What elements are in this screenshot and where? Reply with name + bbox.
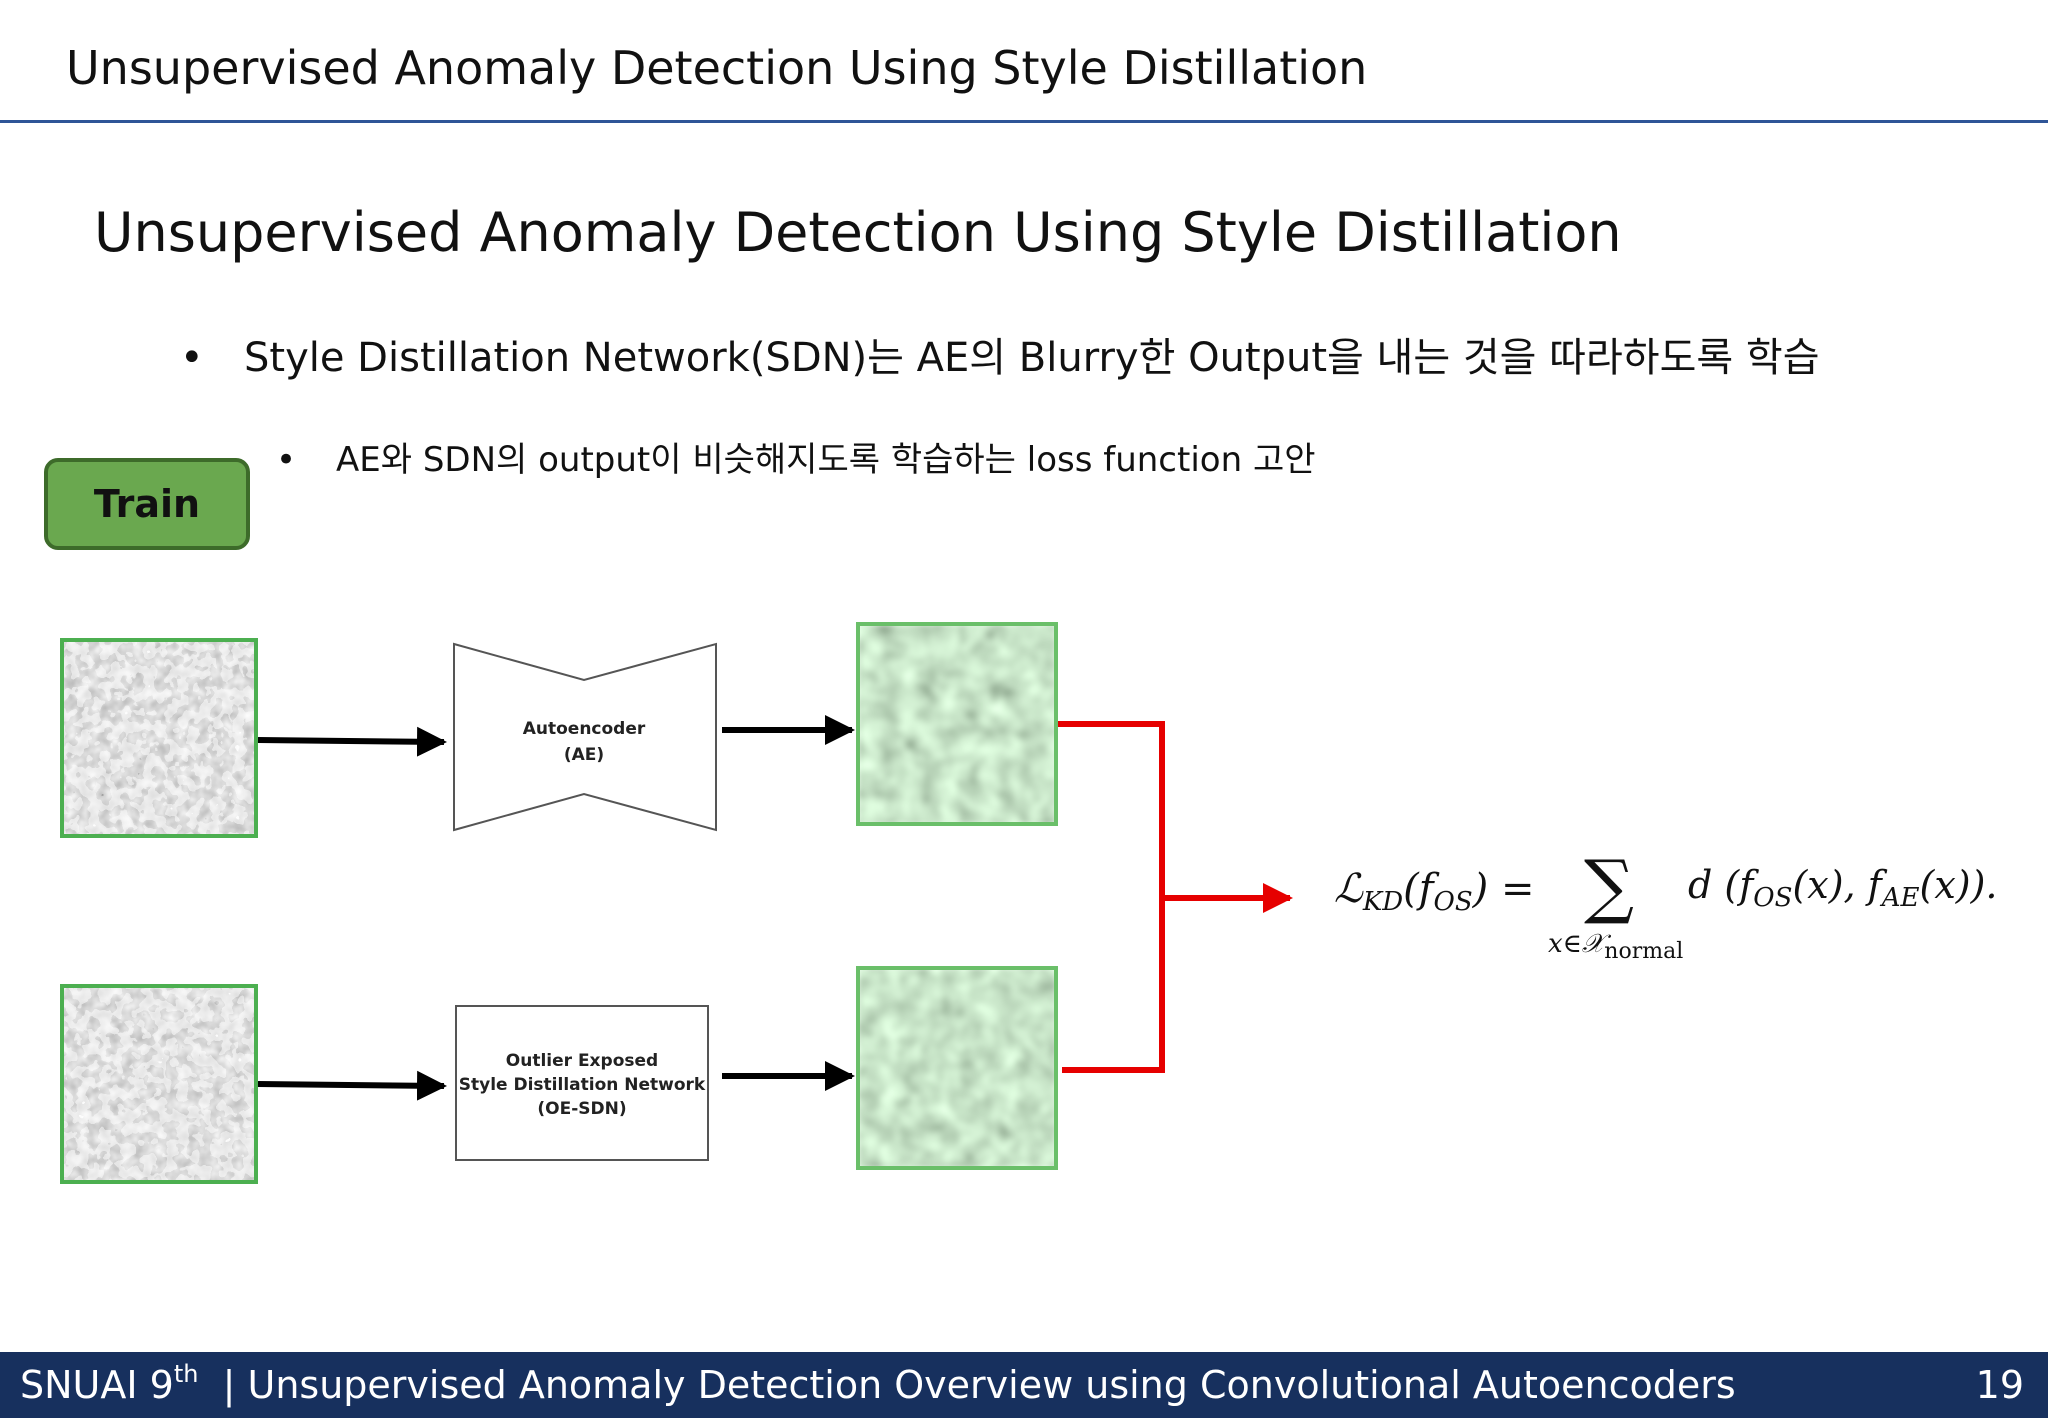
footer-talk-title: Unsupervised Anomaly Detection Overview … [247, 1363, 1736, 1407]
header-divider [0, 120, 2048, 123]
footer-org-suffix: th [173, 1360, 199, 1388]
autoencoder-block: Autoencoder (AE) [453, 642, 717, 832]
bullet-text-1: Style Distillation Network(SDN)는 AE의 Blu… [244, 335, 1820, 381]
sum-index: x∈𝒳normal [1548, 929, 1683, 964]
oe-sdn-block: Outlier Exposed Style Distillation Netwo… [455, 1005, 709, 1161]
bullet-point-2: • AE와 SDN의 output이 비슷해지도록 학습하는 loss funct… [276, 436, 1316, 484]
train-badge: Train [44, 458, 250, 550]
sdn-label-line-1: Outlier Exposed [506, 1051, 658, 1071]
merge-connector [1058, 721, 1165, 1073]
ae-output-image [856, 622, 1058, 826]
bullet-marker: • [180, 335, 204, 381]
sdn-output-image [856, 966, 1058, 1170]
ae-label-line-1: Autoencoder [523, 719, 646, 739]
footer-text: SNUAI 9th | Unsupervised Anomaly Detecti… [20, 1352, 1736, 1418]
footer-org: SNUAI 9 [20, 1363, 174, 1407]
header-title: Unsupervised Anomaly Detection Using Sty… [66, 41, 1368, 95]
input-image-top [60, 638, 258, 838]
sdn-label-line-3: (OE-SDN) [537, 1099, 626, 1119]
sdn-label-line-2: Style Distillation Network [459, 1075, 706, 1095]
bullet-point-1: • Style Distillation Network(SDN)는 AE의 Bl… [180, 330, 1820, 386]
bullet-marker: • [276, 440, 297, 480]
arrow-input-to-sdn [257, 1070, 447, 1101]
page-number: 19 [1975, 1363, 2024, 1407]
formula-rhs: d (fOS(x), fAE(x)). [1688, 863, 1998, 913]
kd-loss-formula: ℒKD(fOS) = ∑ x∈𝒳normal d (fOS(x), fAE(x)… [1334, 845, 1998, 964]
footer-bar: SNUAI 9th | Unsupervised Anomaly Detecti… [0, 1352, 2048, 1418]
formula-lhs: ℒKD(fOS) = [1334, 866, 1535, 917]
input-image-bottom [60, 984, 258, 1184]
ae-label-line-2: (AE) [564, 745, 604, 765]
arrow-input-to-ae [257, 726, 447, 757]
slide-title: Unsupervised Anomaly Detection Using Sty… [94, 201, 1622, 264]
footer-separator: | [198, 1363, 248, 1407]
bullet-text-2: AE와 SDN의 output이 비슷해지도록 학습하는 loss functi… [336, 440, 1316, 480]
sum-symbol: ∑ [1584, 845, 1634, 927]
